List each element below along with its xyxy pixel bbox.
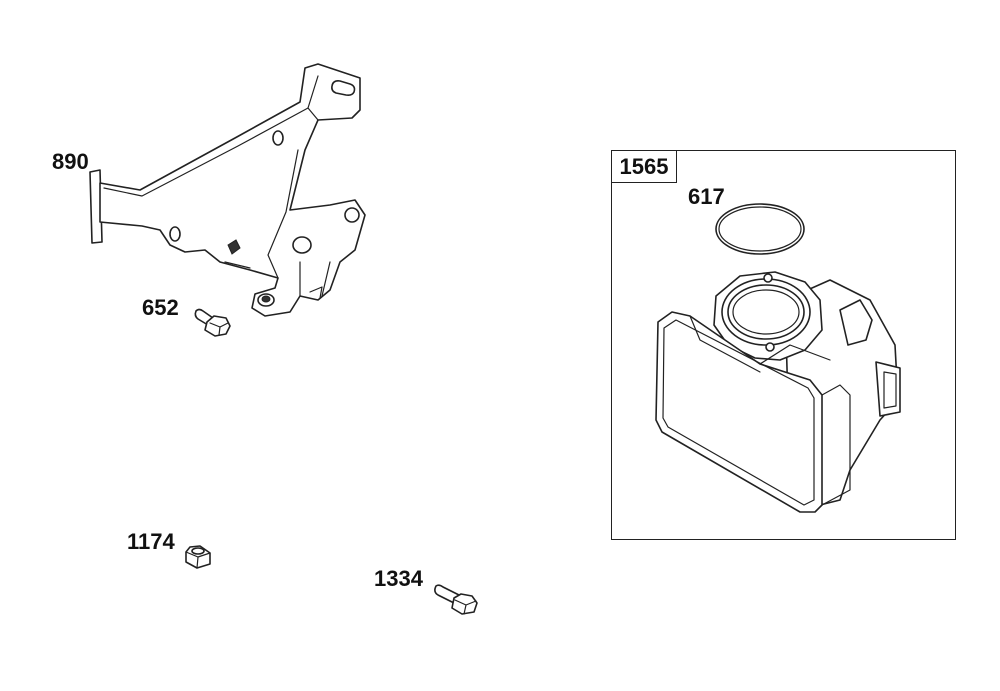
throttle-body-assembly-box — [611, 150, 956, 540]
o-ring-label: 617 — [688, 184, 725, 209]
o-ring-drawing — [715, 203, 805, 255]
bracket-label: 890 — [52, 149, 89, 174]
bracket-drawing — [89, 63, 366, 317]
throttle-body-assembly-label-box: 1565 — [611, 150, 677, 183]
screw-label: 1334 — [374, 566, 423, 591]
bracket-screw-drawing — [194, 308, 231, 337]
throttle-body-assembly-label: 1565 — [619, 154, 669, 179]
bracket-screw-label: 652 — [142, 295, 179, 320]
screw-drawing — [434, 584, 478, 615]
nut-drawing — [185, 545, 211, 569]
nut-label: 1174 — [127, 529, 175, 554]
throttle-body-drawing — [655, 271, 901, 513]
